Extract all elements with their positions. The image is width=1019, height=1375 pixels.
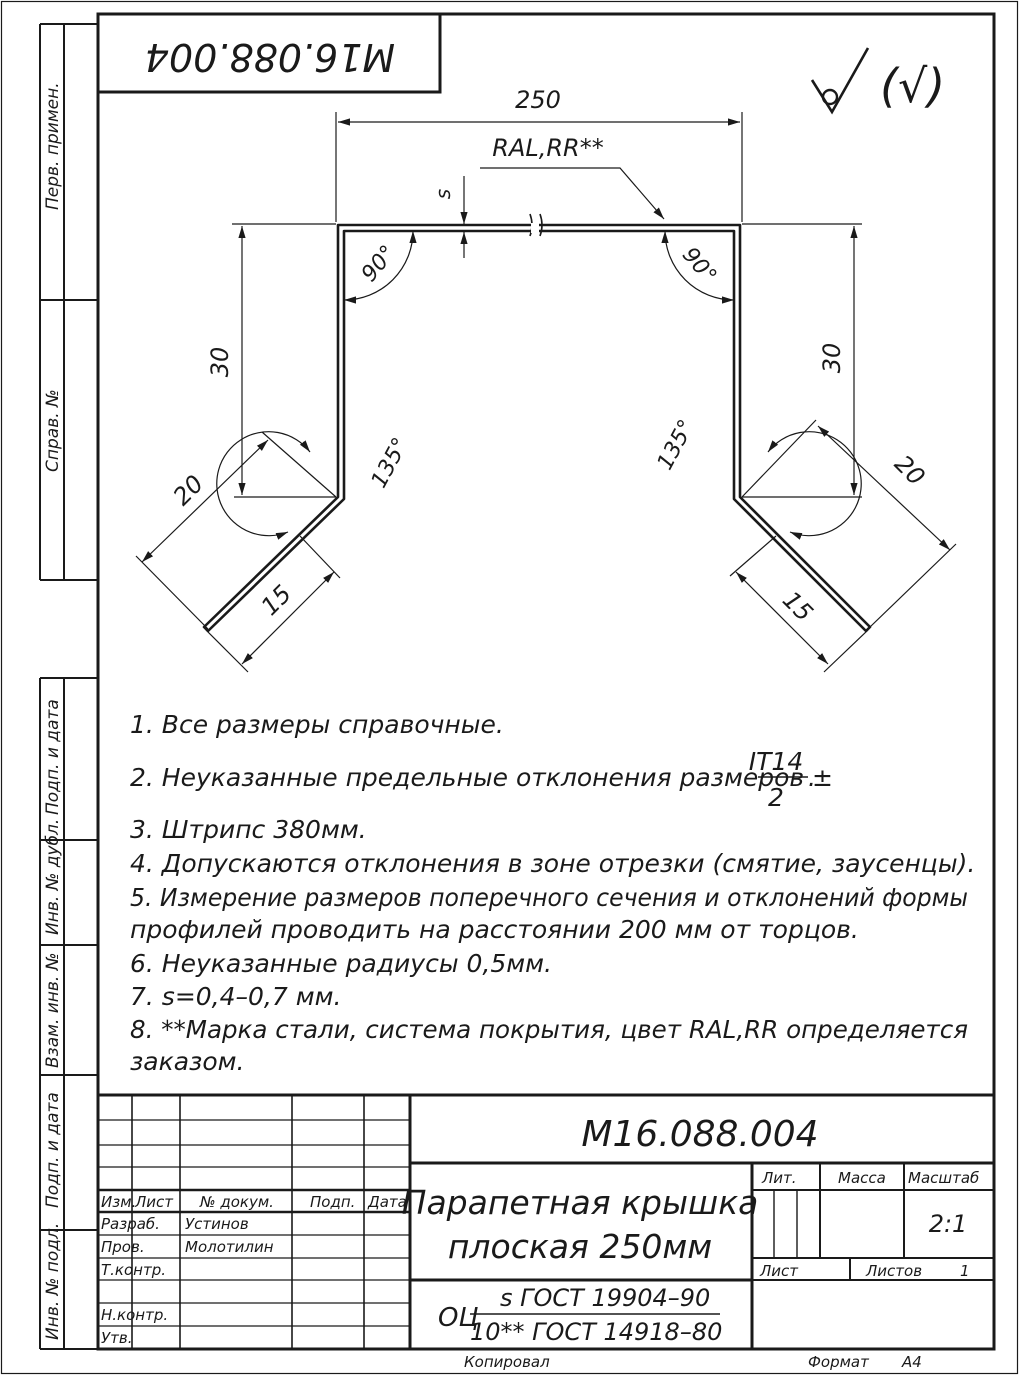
col-izm: Изм. [101,1193,136,1211]
col-data: Дата [367,1193,407,1211]
role-tkontr: Т.контр. [101,1261,166,1279]
scale-value: 2:1 [929,1210,968,1238]
title-line-1: Парапетная крышка [402,1183,759,1222]
angle-top-right: 90° [677,243,721,289]
side-label-podp-data-1: Подп. и дата [43,699,63,815]
format-label: Формат [808,1353,870,1371]
col-list: Лист [134,1193,174,1211]
note-2-fraction-denominator: 2 [768,783,784,812]
coating-label: RAL,RR** [492,134,603,162]
role-utv: Утв. [101,1329,133,1347]
role-prov: Пров. [101,1238,145,1256]
main-frame [96,12,996,1351]
profile-section [202,213,872,633]
dim-flange-right: 20 [889,450,930,491]
material-prefix: ОЦ [438,1303,479,1333]
note-8-line-1: 8. **Марка стали, система покрытия, цвет… [130,1015,968,1044]
copied-label: Копировал [464,1353,550,1371]
label-lit: Лит. [761,1169,797,1187]
name-prov: Молотилин [185,1238,274,1256]
thickness-label: s [431,189,455,199]
dim-fold-right: 15 [777,586,818,627]
dim-width: 250 [515,86,561,114]
title-block: Изм. Лист № докум. Подп. Дата Разраб. Ус… [98,1093,994,1371]
col-podp: Подп. [310,1193,355,1211]
material-top: s ГОСТ 19904–90 [500,1284,710,1312]
roughness-mark: (√) [880,59,945,113]
role-nkontr: Н.контр. [101,1306,168,1324]
note-1: 1. Все размеры справочные. [130,710,504,739]
rotated-document-code: М16.088.004 [145,35,395,79]
dim-flange-left: 20 [168,470,209,511]
label-massa: Масса [838,1169,886,1187]
note-5-line-1: 5. Измерение размеров поперечного сечени… [130,883,968,912]
name-razrab: Устинов [185,1215,249,1233]
side-label-vzam-inv: Взам. инв. № [43,953,63,1068]
dim-height-left: 30 [206,347,234,378]
label-sheets: Листов [865,1262,922,1280]
dimensions: 250 RAL,RR** s 90° 90° 30 30 135° 135° 2… [135,86,957,673]
rotated-code-box: М16.088.004 [98,14,442,94]
note-7: 7. s=0,4–0,7 мм. [130,982,341,1011]
note-2-end: . [808,763,816,792]
format-value: А4 [901,1353,922,1371]
left-side-strip: Перв. примен. Справ. № Подп. и дата Инв.… [39,23,98,1350]
title-line-2: плоская 250мм [448,1227,712,1266]
note-8-line-2: заказом. [130,1047,244,1076]
title-block-code: М16.088.004 [581,1114,818,1155]
dim-height-right: 30 [818,343,846,374]
side-label-sprav-no: Справ. № [43,389,63,472]
note-5-line-2: профилей проводить на расстоянии 200 мм … [130,915,859,944]
label-sheet: Лист [759,1262,799,1280]
material-bottom: 10** ГОСТ 14918–80 [470,1318,722,1346]
sheets-count: 1 [960,1262,970,1280]
roughness-symbol: (√) [810,47,945,115]
side-label-inv-podl: Инв. № подл. [43,1223,63,1340]
label-masshtab: Масштаб [908,1169,979,1187]
side-label-podp-data-2: Подп. и дата [43,1092,63,1208]
side-label-inv-dubl: Инв. № дубл. [43,819,63,935]
role-razrab: Разраб. [101,1215,160,1233]
side-label-perv-primen: Перв. примен. [43,82,63,210]
col-doc: № докум. [199,1193,274,1211]
note-2: 2. Неуказанные предельные отклонения раз… [130,763,833,792]
technical-notes: 1. Все размеры справочные. 2. Неуказанны… [130,710,975,1076]
note-6: 6. Неуказанные радиусы 0,5мм. [130,949,552,978]
note-2-fraction-numerator: IT14 [749,747,803,776]
angle-bottom-right: 135° [653,416,700,475]
note-3: 3. Штрипс 380мм. [130,815,367,844]
note-4: 4. Допускаются отклонения в зоне отрезки… [130,849,975,878]
angle-bottom-left: 135° [367,434,414,493]
angle-top-left: 90° [357,241,401,287]
